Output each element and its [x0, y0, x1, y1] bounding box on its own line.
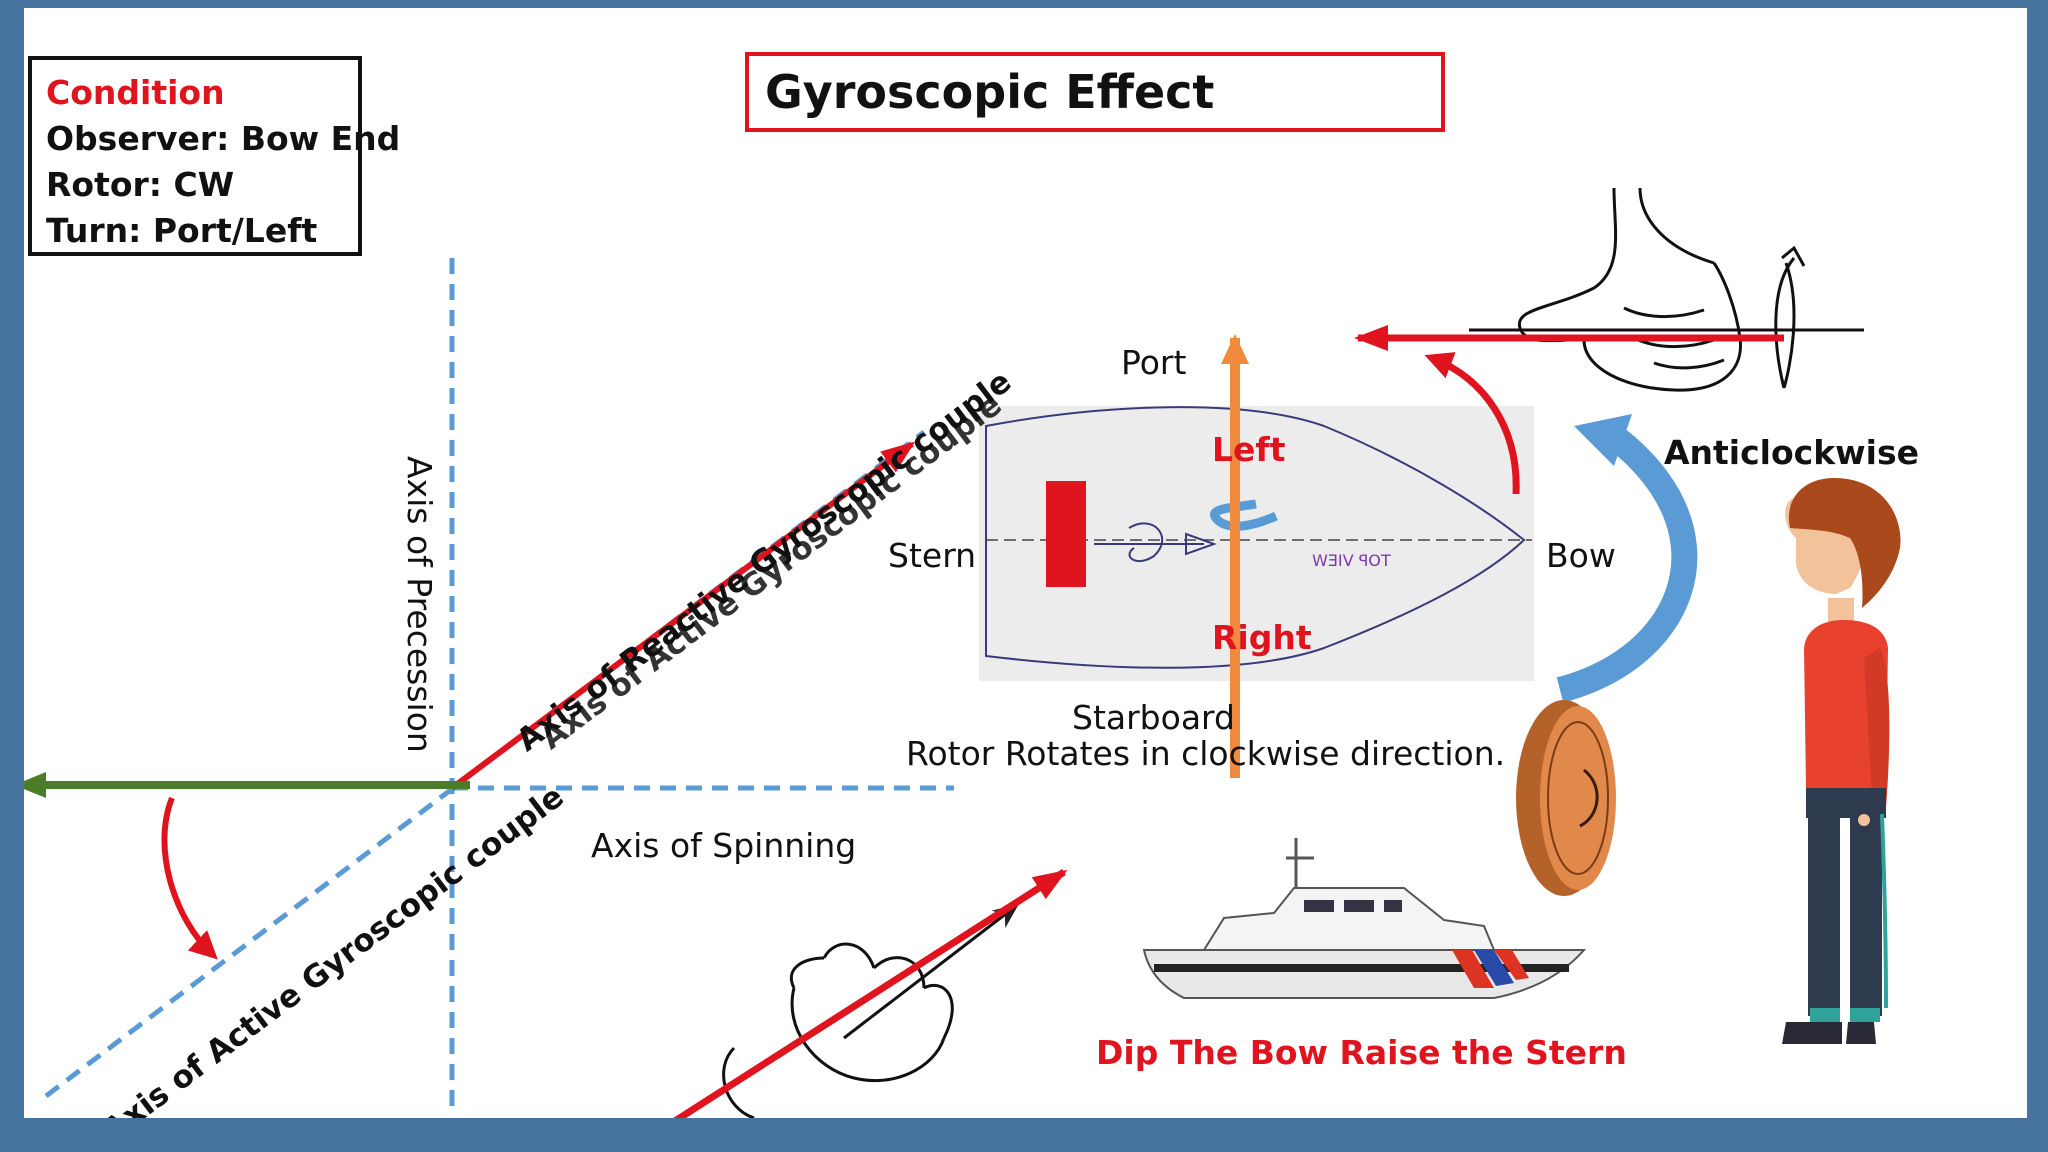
condition-turn: Turn: Port/Left: [46, 211, 318, 250]
condition-observer: Observer: Bow End: [46, 119, 401, 158]
anticlockwise-blue-arrowhead: [1574, 414, 1632, 466]
reactive-couple-arrow: [450, 441, 916, 791]
left-label: Left: [1212, 430, 1286, 469]
top-hand-sketch: [1469, 187, 1864, 392]
bow-curve-arrow: [1424, 352, 1520, 495]
condition-box: Condition Observer: Bow End Rotor: CW Tu…: [28, 56, 401, 256]
top-view-small-arrow: [1094, 532, 1217, 556]
precession-curve-arrow: [161, 796, 218, 960]
page-title: Gyroscopic Effect: [745, 52, 1445, 132]
diagram-canvas: Condition Observer: Bow End Rotor: CW Tu…: [24, 8, 2027, 1118]
bottom-red-arrow: [673, 869, 1068, 1118]
rotor-swirl: [1128, 522, 1164, 562]
effect-caption: Dip The Bow Raise the Stern: [1096, 1033, 1627, 1072]
condition-heading: Condition: [46, 73, 225, 112]
stern-label: Stern: [888, 536, 977, 575]
spinning-axis-label: Axis of Spinning: [591, 826, 857, 865]
anticlockwise-blue-arrow: [1556, 422, 1698, 703]
mirrored-top-view-caption: TOP VIEW: [1312, 551, 1391, 570]
bottom-frame-band: [0, 1118, 2048, 1152]
bow-label: Bow: [1546, 536, 1616, 575]
port-label: Port: [1121, 343, 1187, 382]
rotor-rotation-caption: Rotor Rotates in clockwise direction.: [906, 734, 1506, 773]
precession-axis-label: Axis of Precession: [400, 456, 439, 753]
top-view-hull-outline: [985, 406, 1526, 669]
diagram-graphics: [24, 187, 1901, 1118]
condition-rotor: Rotor: CW: [46, 165, 235, 204]
anticlockwise-label: Anticlockwise: [1664, 433, 1919, 472]
observer-person: [1782, 478, 1901, 1044]
bottom-hand-sketch: [722, 903, 1020, 1118]
right-label: Right: [1212, 618, 1312, 657]
starboard-label: Starboard: [1072, 698, 1235, 737]
patrol-boat: [1142, 838, 1587, 999]
rotor-block: [1046, 481, 1086, 587]
rotor-disc: [1516, 700, 1616, 896]
